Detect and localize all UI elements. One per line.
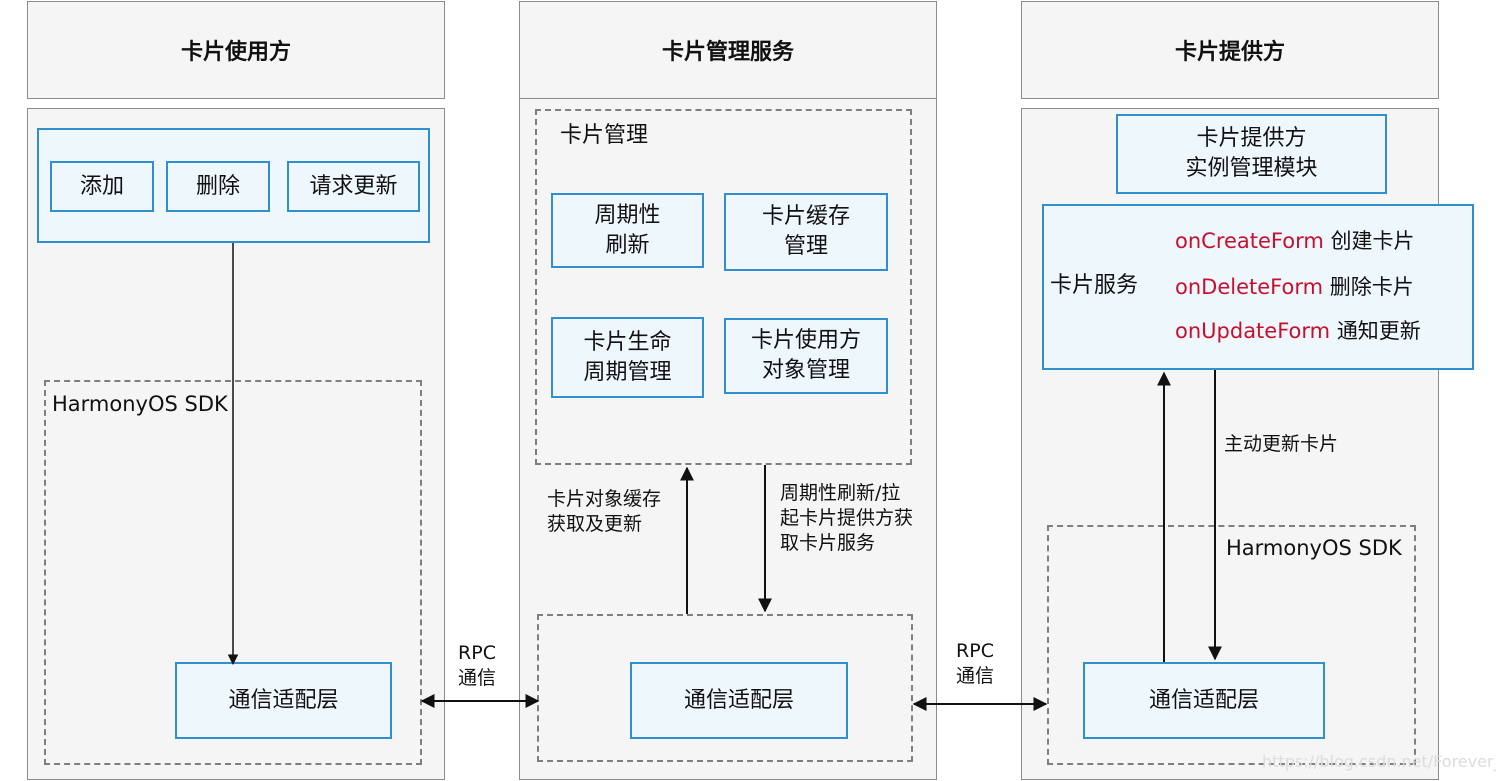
add-button-label: 添加 [79, 173, 124, 199]
periodic-pull-label: 周期性刷新/拉 起卡片提供方获 取卡片服务 [780, 482, 914, 554]
add-button[interactable]: 添加 [50, 161, 154, 212]
provider-adapter-label: 通信适配层 [1148, 687, 1259, 713]
cache-fetch-label: 卡片对象缓存 获取及更新 [547, 488, 662, 535]
provider-sdk-group [1047, 525, 1416, 765]
provider-header: 卡片提供方 [1021, 1, 1439, 99]
manager-adapter-group [537, 614, 913, 762]
callback-delete-desc: 删除卡片 [1329, 275, 1414, 299]
provider-title: 卡片提供方 [1174, 40, 1285, 65]
callback-update: onUpdateForm 通知更新 [1175, 316, 1421, 346]
active-update-label: 主动更新卡片 [1224, 433, 1339, 455]
callback-create: onCreateForm 创建卡片 [1175, 226, 1415, 256]
callback-create-desc: 创建卡片 [1330, 229, 1415, 253]
provider-instance-module: 卡片提供方 实例管理模块 [1116, 114, 1387, 194]
watermark: https://blog.csdn.net/Forever_wj [1262, 752, 1496, 771]
card-cache-module: 卡片缓存 管理 [724, 193, 888, 271]
provider-adapter: 通信适配层 [1083, 662, 1325, 739]
rpc-left-label: RPC 通信 [458, 642, 497, 689]
consumer-object-label: 卡片使用方 对象管理 [750, 328, 861, 383]
delete-button[interactable]: 删除 [166, 161, 270, 212]
periodic-refresh-module: 周期性 刷新 [551, 193, 704, 268]
consumer-object-module: 卡片使用方 对象管理 [724, 318, 888, 394]
card-management-label: 卡片管理 [560, 123, 649, 148]
callback-update-desc: 通知更新 [1336, 319, 1421, 343]
request-update-button-label: 请求更新 [309, 173, 398, 199]
manager-adapter: 通信适配层 [630, 662, 848, 739]
card-lifecycle-module: 卡片生命 周期管理 [551, 317, 704, 398]
consumer-adapter-label: 通信适配层 [228, 687, 339, 713]
consumer-adapter: 通信适配层 [175, 662, 392, 739]
callback-create-fn: onCreateForm [1175, 229, 1324, 253]
manager-header: 卡片管理服务 [519, 1, 937, 99]
consumer-title: 卡片使用方 [180, 40, 291, 65]
provider-sdk-label: HarmonyOS SDK [1226, 536, 1402, 560]
consumer-sdk-label: HarmonyOS SDK [52, 392, 228, 416]
provider-instance-label: 卡片提供方 实例管理模块 [1185, 126, 1318, 181]
callback-delete: onDeleteForm 删除卡片 [1175, 272, 1414, 302]
card-lifecycle-label: 卡片生命 周期管理 [583, 329, 672, 385]
card-service-label: 卡片服务 [1050, 273, 1139, 298]
callback-update-fn: onUpdateForm [1175, 319, 1331, 343]
rpc-right-label: RPC 通信 [956, 640, 995, 687]
card-management-group [535, 109, 912, 465]
manager-title: 卡片管理服务 [661, 40, 794, 65]
manager-adapter-label: 通信适配层 [683, 687, 794, 713]
callback-delete-fn: onDeleteForm [1175, 275, 1324, 299]
periodic-refresh-label: 周期性 刷新 [594, 202, 661, 258]
delete-button-label: 删除 [195, 173, 240, 199]
card-service-box: 卡片服务 onCreateForm 创建卡片 onDeleteForm 删除卡片… [1042, 204, 1474, 370]
card-cache-label: 卡片缓存 管理 [761, 204, 850, 259]
request-update-button[interactable]: 请求更新 [287, 161, 420, 212]
consumer-header: 卡片使用方 [27, 1, 445, 99]
